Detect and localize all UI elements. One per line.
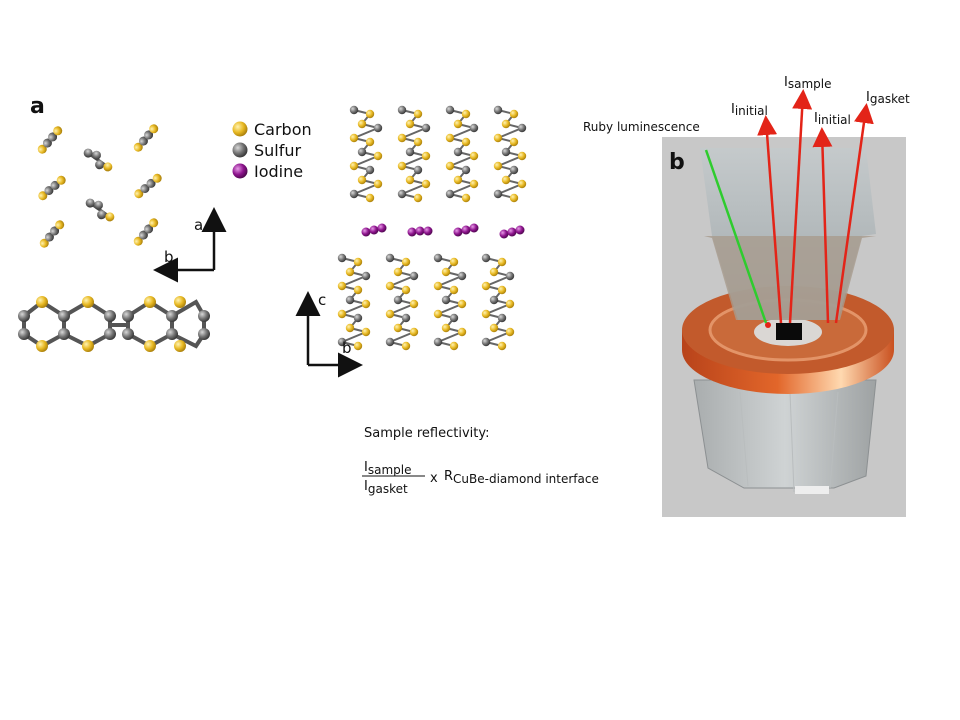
iodine-triiodide: [361, 223, 387, 237]
legend-label-iodine: Iodine: [254, 162, 303, 181]
lower-diamond-highlight: [795, 486, 829, 494]
legend-swatch-iodine: [232, 163, 248, 179]
legend-swatch-sulfur: [232, 142, 248, 158]
beam-initial-2: [812, 127, 833, 324]
legend-label-carbon: Carbon: [254, 120, 312, 139]
iodine-triiodide: [499, 225, 525, 239]
beam-gasket: [834, 103, 874, 324]
beam-ruby: [704, 149, 768, 324]
reflectivity-formula: Sample reflectivity: Isample Igasket x R…: [362, 426, 599, 496]
formula-r-term: RCuBe-diamond interface: [444, 469, 599, 486]
molecule: [83, 148, 113, 172]
molecule: [133, 218, 159, 246]
ruby-marker: [765, 322, 771, 328]
stacked-molecule: [493, 105, 527, 203]
molecule: [39, 220, 65, 248]
legend-label-sulfur: Sulfur: [254, 141, 302, 160]
stacked-molecule: [433, 253, 467, 351]
beam-sample: [788, 89, 813, 324]
label-i-gasket: Igasket: [866, 90, 910, 106]
iodine-triiodide: [453, 223, 479, 237]
panel-b-letter: b: [669, 150, 685, 175]
axes-a-b: a b: [153, 207, 227, 283]
dac-schematic: b: [662, 89, 906, 517]
panel-a-letter: a: [30, 94, 45, 119]
upper-diamond-culet: [704, 236, 876, 320]
axis-label-c: c: [318, 291, 326, 309]
stacked-molecule: [385, 253, 419, 351]
axis-label-a: a: [194, 216, 203, 234]
label-i-sample: Isample: [784, 75, 831, 91]
axis-label-b2: b: [342, 339, 352, 357]
formula-times: x: [430, 471, 438, 486]
stacked-molecule: [349, 105, 383, 203]
molecule: [134, 173, 162, 199]
legend-swatch-carbon: [232, 121, 248, 137]
label-i-initial-2: Iinitial: [814, 111, 851, 127]
molecule: [85, 198, 115, 222]
lower-diamond-anvil: [693, 379, 877, 489]
formula-denominator: Igasket: [364, 479, 408, 496]
reflectivity-title: Sample reflectivity:: [364, 426, 490, 441]
stacked-molecule: [397, 105, 431, 203]
molecule: [38, 175, 66, 201]
axes-c-b: c b: [295, 291, 363, 378]
axis-label-b: b: [164, 248, 174, 266]
molecule-planar-view: [18, 296, 210, 352]
atom-legend: Carbon Sulfur Iodine: [232, 120, 312, 181]
molecule: [133, 124, 159, 152]
stacked-molecule: [481, 253, 515, 351]
stacked-molecule: [445, 105, 479, 203]
stacked-molecule: [337, 253, 371, 351]
sample-crystal: [776, 323, 802, 340]
iodine-chains: [361, 223, 525, 239]
label-ruby-luminescence: Ruby luminescence: [583, 120, 700, 134]
molecule-cluster-ab: [37, 124, 162, 248]
molecule-stack-bc: [337, 105, 527, 351]
molecule: [37, 126, 63, 154]
beam-initial-1: [757, 115, 783, 324]
iodine-triiodide: [407, 226, 433, 237]
formula-numerator: Isample: [364, 460, 411, 477]
label-i-initial-1: Iinitial: [731, 102, 768, 118]
